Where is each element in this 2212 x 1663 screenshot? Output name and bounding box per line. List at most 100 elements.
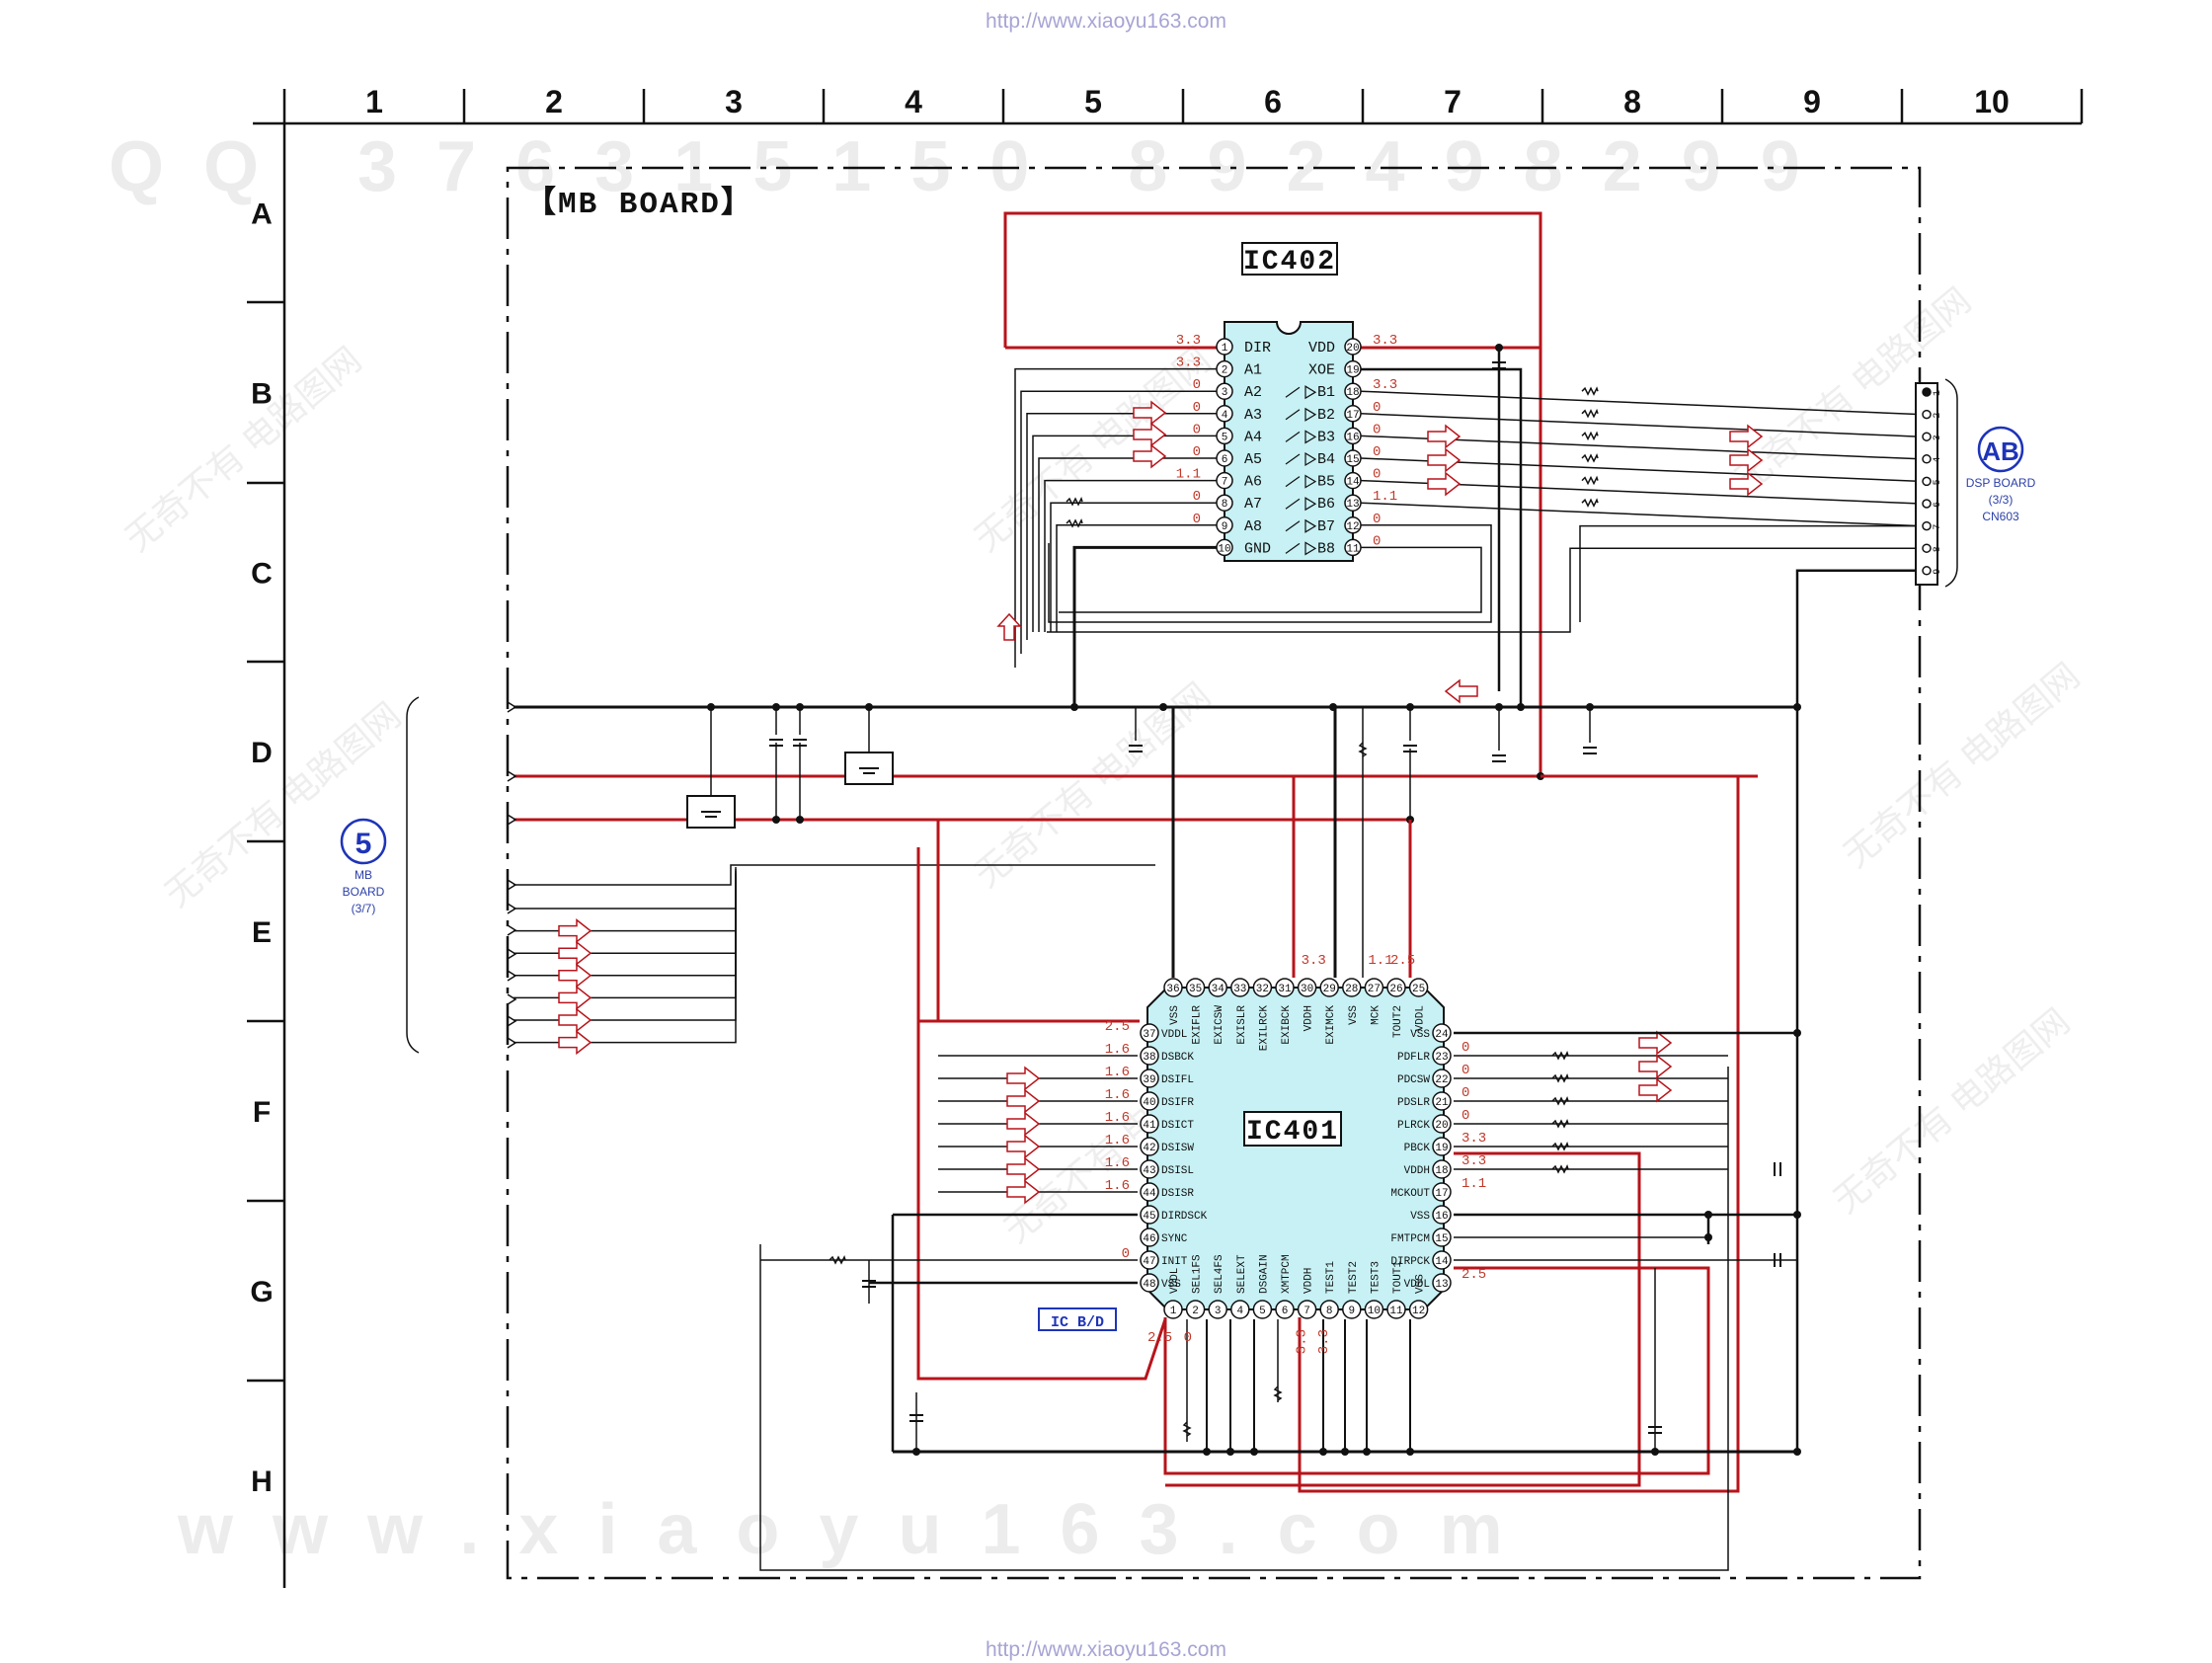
ic401-right-pin-name: PBCK: [1404, 1143, 1431, 1154]
mb-line1: MB: [355, 868, 372, 882]
ic401-left-pin-number: 47: [1143, 1256, 1155, 1268]
ic401-bottom-pin-circle: [1275, 1300, 1295, 1319]
ic402-pin-number: 15: [1346, 454, 1359, 466]
ic401-right-pin-name: VDDL: [1404, 1279, 1430, 1291]
ic401-top-pin-circle: [1252, 978, 1273, 997]
ic401-left-pin-name: DSISW: [1161, 1143, 1194, 1154]
grid-row-label: C: [251, 558, 273, 591]
ic401-left-pin-name: SYNC: [1161, 1233, 1188, 1245]
ic401-top-pin-number: 31: [1278, 984, 1292, 995]
ic401-top-pin-circle: [1275, 978, 1295, 997]
ic401-bottom-pin-number: 4: [1236, 1306, 1243, 1317]
grid-column-label: 5: [1084, 84, 1102, 119]
ab-connector-pin-number: 8: [1933, 546, 1943, 552]
ab-connector-pin: [1922, 476, 1932, 487]
ic402-pin-number: 4: [1222, 410, 1228, 422]
ic401-top-pin-number: 27: [1368, 984, 1381, 995]
ic402-pin-circle: [1344, 494, 1362, 512]
ic401-bottom-pin-number: 8: [1326, 1306, 1333, 1317]
ic401-left-pin-circle: [1140, 1250, 1159, 1270]
ic402-a-trace: [1044, 479, 1217, 632]
buffer-symbol: [1285, 474, 1317, 489]
ic401-bottom-pin-name: TEST3: [1370, 1261, 1382, 1294]
signal-flow-arrow: [558, 1007, 592, 1033]
ic401-bottom-pin-number: 3: [1215, 1306, 1222, 1317]
ic401-left-pin-name: VDDL: [1161, 1029, 1187, 1041]
signal-flow-arrow: [1638, 1077, 1673, 1103]
signal-flow-arrow: [1133, 400, 1167, 426]
resistor: [829, 1255, 846, 1265]
ic402-pin-number: 7: [1222, 477, 1228, 489]
ic402-body: [1224, 321, 1354, 562]
bg-watermark-site: 无奇不有 电路图网: [967, 339, 1219, 559]
connector-pin-arrow: [507, 701, 517, 713]
grid-row-label: F: [253, 1096, 271, 1129]
ic401-top-pin-number: 28: [1345, 984, 1358, 995]
mb-connector-bracket: [406, 696, 420, 1054]
ic402-pin-name: A3: [1244, 407, 1262, 424]
ic401-bottom-pin-number: 12: [1412, 1306, 1425, 1317]
ic401-bottom-pin-voltage: 0: [1184, 1330, 1192, 1346]
ic401-bottom-pin-name: SELEXT: [1236, 1254, 1248, 1294]
ic401-top-pin-name: EXIFLR: [1192, 1005, 1204, 1045]
ic401-right-pin-circle: [1432, 1250, 1452, 1270]
bg-watermark-site: 无奇不有 电路图网: [1826, 1000, 2078, 1221]
connector-pin-arrow: [507, 1015, 517, 1027]
ic401-left-pin-voltage: 1.6: [1105, 1178, 1130, 1194]
ic401-pin7-trace: [1298, 774, 1740, 1493]
mb-line2: BOARD: [343, 885, 385, 899]
ic402-pin-voltage: 3.3: [1373, 333, 1397, 349]
ic401-left-pin-circle: [1140, 1023, 1159, 1043]
ic402-pin-name: B2: [1317, 407, 1335, 424]
ic402-pin-voltage: 3.3: [1373, 377, 1397, 393]
ic401-bottom-pin-voltage: 2.5: [1147, 1330, 1172, 1346]
ic402-pin-voltage: 0: [1193, 377, 1201, 393]
ic401-right-pin-number: 14: [1435, 1256, 1449, 1268]
ab-connector-pin-number: 9: [1933, 569, 1943, 575]
ab-pin9-ground: [1795, 569, 1921, 707]
ic401-left-pin-circle: [1140, 1273, 1159, 1293]
mb-signal-trace: [514, 864, 1155, 886]
resistor: [1273, 1386, 1283, 1401]
mb-signal-trace: [514, 869, 737, 932]
ic401-right-pin-circle: [1432, 1114, 1452, 1134]
ic401-top-pin-number: 33: [1233, 984, 1246, 995]
grid-column-label: 6: [1264, 84, 1282, 119]
buffer-symbol: [1285, 385, 1317, 400]
ic402-pin-voltage: 0: [1193, 422, 1201, 437]
ab-connector-pin: [1922, 566, 1932, 576]
signal-flow-arrow: [558, 918, 592, 944]
ic402-pin-name: A4: [1244, 429, 1262, 445]
ic402-pin-voltage: 0: [1193, 489, 1201, 505]
ic401-left-pin-name: INIT: [1161, 1256, 1188, 1268]
signal-flow-arrow: [1444, 678, 1478, 704]
ic402-pin-voltage: 0: [1193, 444, 1201, 460]
mb-badge-circle: [340, 818, 387, 865]
board-frame: [506, 166, 1922, 1580]
ic401-left-pin-name: DIRDSCK: [1161, 1211, 1208, 1223]
ic401-left-pin-number: 39: [1143, 1074, 1155, 1086]
ic401-bottom-pin-name: SEL1FS: [1192, 1254, 1204, 1294]
ic401-left-pin-number: 45: [1143, 1211, 1155, 1223]
ic401-right-pin-voltage: 0: [1462, 1108, 1469, 1124]
ic401-left-pin-name: DSISR: [1161, 1188, 1194, 1200]
ic401-left-pin-name: DSISL: [1161, 1165, 1194, 1177]
ic401: IC40136VSS35EXIFLR34EXICSW33EXISLR32EXIL…: [1105, 953, 1486, 1354]
ic402-a-trace: [1056, 524, 1217, 632]
ic402-pin-circle: [1216, 538, 1233, 557]
resistor: [1551, 1096, 1569, 1106]
ab-connector-pin: [1922, 499, 1932, 509]
ic401-top-pin-name: EXICSW: [1214, 1005, 1225, 1045]
ic402-pin-voltage: 1.1: [1373, 489, 1397, 505]
ic-bd-tag: IC B/D: [1038, 1307, 1117, 1331]
ic401-right-pin-circle: [1432, 1273, 1452, 1293]
junction-dot: [1517, 703, 1525, 711]
ic401-top-pin-number: 34: [1212, 984, 1225, 995]
ic402-pin-number: 12: [1346, 521, 1359, 533]
ic401-top-pin-number: 29: [1323, 984, 1336, 995]
ic401-left-pin-voltage: 1.6: [1105, 1155, 1130, 1171]
init-loop-trace: [759, 1067, 1729, 1571]
ic401-top-pin-circle: [1185, 978, 1206, 997]
ic401-right-pin-circle: [1432, 1182, 1452, 1202]
ic402-pin-voltage: 3.3: [1176, 356, 1201, 371]
